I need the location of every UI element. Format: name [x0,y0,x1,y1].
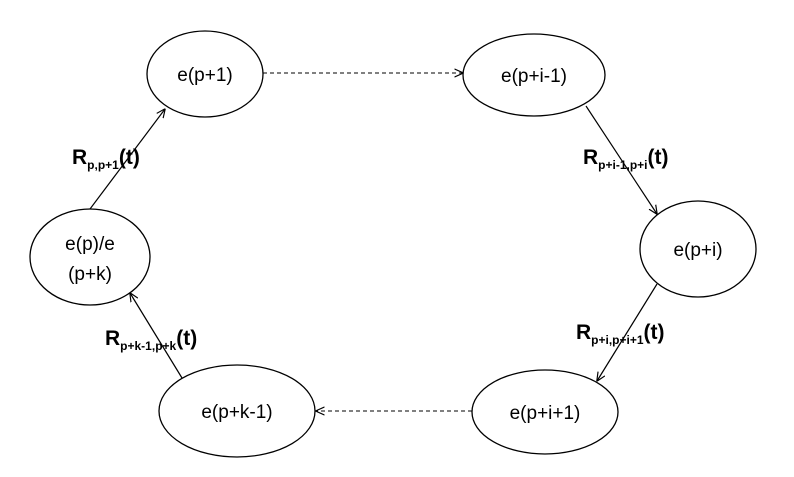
node-e-p-e-pk-label-line2: (p+k) [68,264,112,285]
edge-p-to-p1 [89,109,165,210]
node-e-pi-minus-1-label: e(p+i-1) [501,66,567,87]
edge-label-r-pi-minus-1-pi: Rp+i-1,p+i(t) [583,146,669,172]
node-e-p1-label: e(p+1) [177,65,232,86]
node-e-pi-plus-1-label: e(p+i+1) [510,403,581,424]
node-e-pi: e(p+i) [639,200,757,298]
node-e-pk-minus-1: e(p+k-1) [158,364,316,458]
edge-label-r-pk-minus-1-pk: Rp+k-1,p+k(t) [105,327,197,353]
edge-label-r-pi-pi-plus-1: Rp+i,p+i+1(t) [576,321,665,347]
node-e-pi-minus-1: e(p+i-1) [462,33,606,117]
node-e-p1: e(p+1) [146,30,264,118]
edge-pk-minus-1-to-p [130,293,183,379]
edge-label-r-p-p1: Rp,p+1(t) [72,146,140,172]
node-e-pk-minus-1-label: e(p+k-1) [201,402,272,423]
edge-pi-to-pi-plus-1 [597,283,658,381]
node-e-p-e-pk-label-line1: e(p)/e [65,234,115,255]
edge-pi-minus-1-to-pi [585,105,657,214]
node-e-pi-plus-1: e(p+i+1) [471,369,619,455]
node-e-pi-label: e(p+i) [673,240,722,261]
node-e-p-e-pk: e(p)/e (p+k) [29,208,151,306]
